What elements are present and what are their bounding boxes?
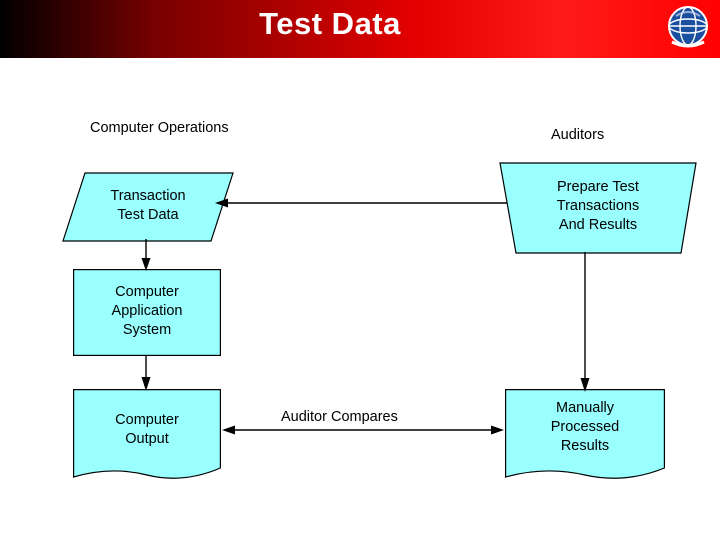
connector-label-auditor-compares: Auditor Compares	[281, 409, 398, 425]
title-bar: Test Data	[0, 0, 720, 58]
column-header-computer-operations: Computer Operations	[90, 120, 229, 136]
arrow-transaction-to-application	[139, 239, 153, 271]
arrow-prepare-to-transaction	[215, 196, 507, 210]
column-header-auditors: Auditors	[551, 127, 605, 143]
globe-logo-icon	[662, 2, 714, 54]
arrow-application-to-output	[139, 355, 153, 391]
arrow-output-compare-results	[222, 423, 504, 437]
page-title: Test Data	[259, 6, 401, 41]
arrow-prepare-to-manual-results	[578, 252, 592, 392]
